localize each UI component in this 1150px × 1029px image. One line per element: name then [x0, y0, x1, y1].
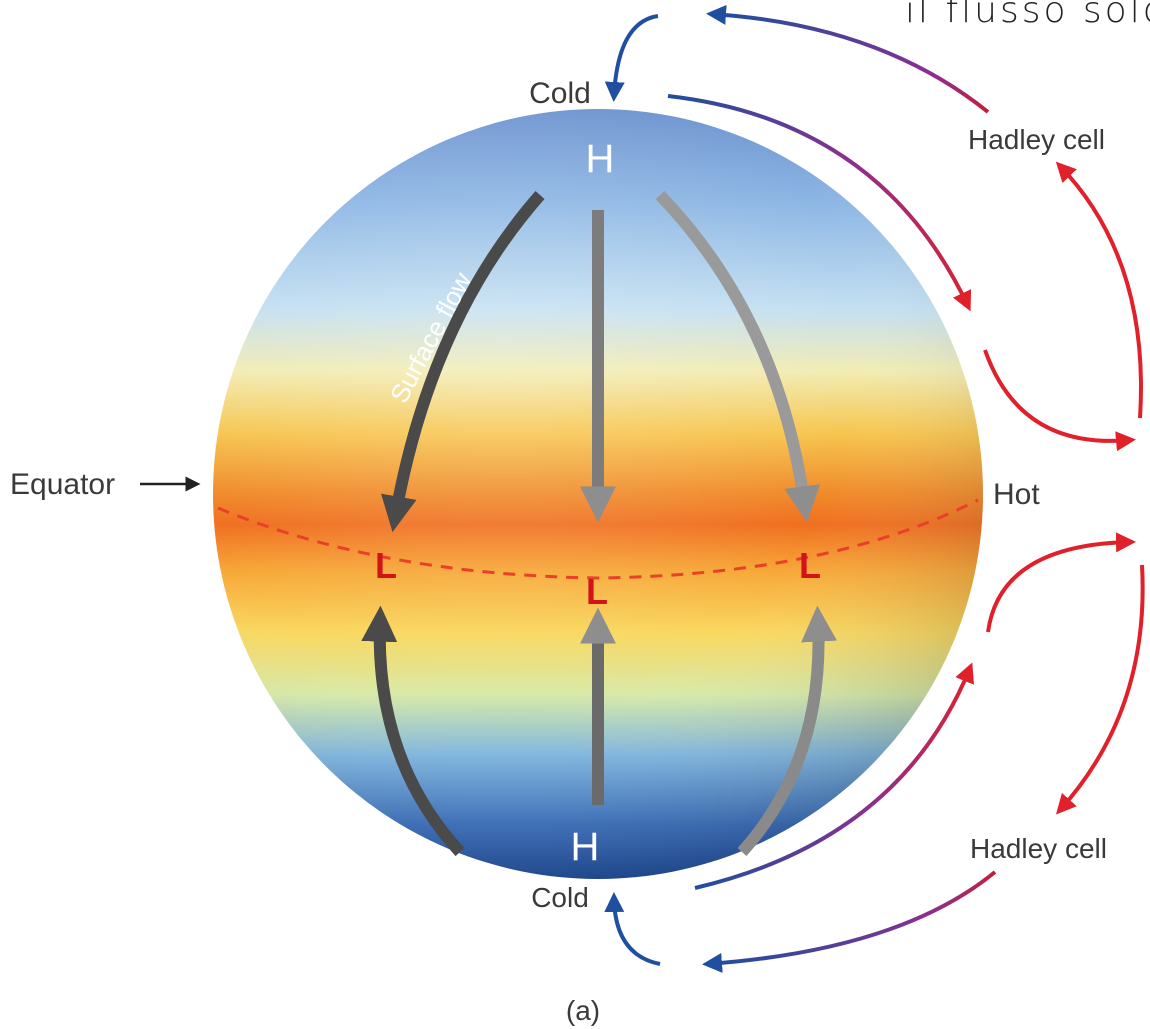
hadley-arrow-bottom-rise — [604, 892, 661, 966]
cold-label-south: Cold — [531, 882, 589, 913]
hadley-arrow-rising — [1055, 161, 1143, 419]
surface-flow-arrow — [655, 190, 820, 523]
low-pressure-center: L — [586, 571, 608, 612]
surface-flow-arrow — [361, 605, 465, 857]
hadley-arrow-top-return — [706, 4, 990, 114]
hadley-cell-south — [604, 532, 1145, 973]
surface-flow-arrow — [381, 191, 545, 533]
surface-flow-arrow — [737, 605, 838, 857]
hadley-cell-label-north: Hadley cell — [968, 124, 1105, 155]
hadley-arrow-top-surface — [667, 94, 972, 312]
high-pressure-south: H — [571, 825, 600, 869]
hadley-arrow-sinking — [1055, 564, 1145, 815]
equator-label: Equator — [10, 468, 115, 501]
surface-flow-arrows-south — [361, 605, 838, 857]
low-pressure-right: L — [799, 545, 821, 586]
hadley-arrow-equator-out — [986, 532, 1136, 633]
low-pressure-left: L — [375, 545, 397, 586]
hadley-arrow-equator-in — [983, 349, 1136, 452]
header-text: il flusso solo — [905, 0, 1150, 31]
hadley-arrow-bottom-return — [702, 870, 997, 973]
hot-label: Hot — [993, 478, 1040, 511]
hadley-arrow-bottom-surface — [694, 662, 974, 890]
hadley-arrow-top-descent — [604, 14, 659, 102]
surface-flow-arrows-north — [381, 190, 820, 533]
hadley-cell-label-south: Hadley cell — [970, 833, 1107, 864]
high-pressure-north: H — [586, 137, 615, 181]
cold-label-north: Cold — [529, 77, 591, 110]
equator-line — [217, 498, 979, 580]
hadley-cell-north — [604, 4, 1143, 452]
figure-caption: (a) — [566, 995, 600, 1026]
